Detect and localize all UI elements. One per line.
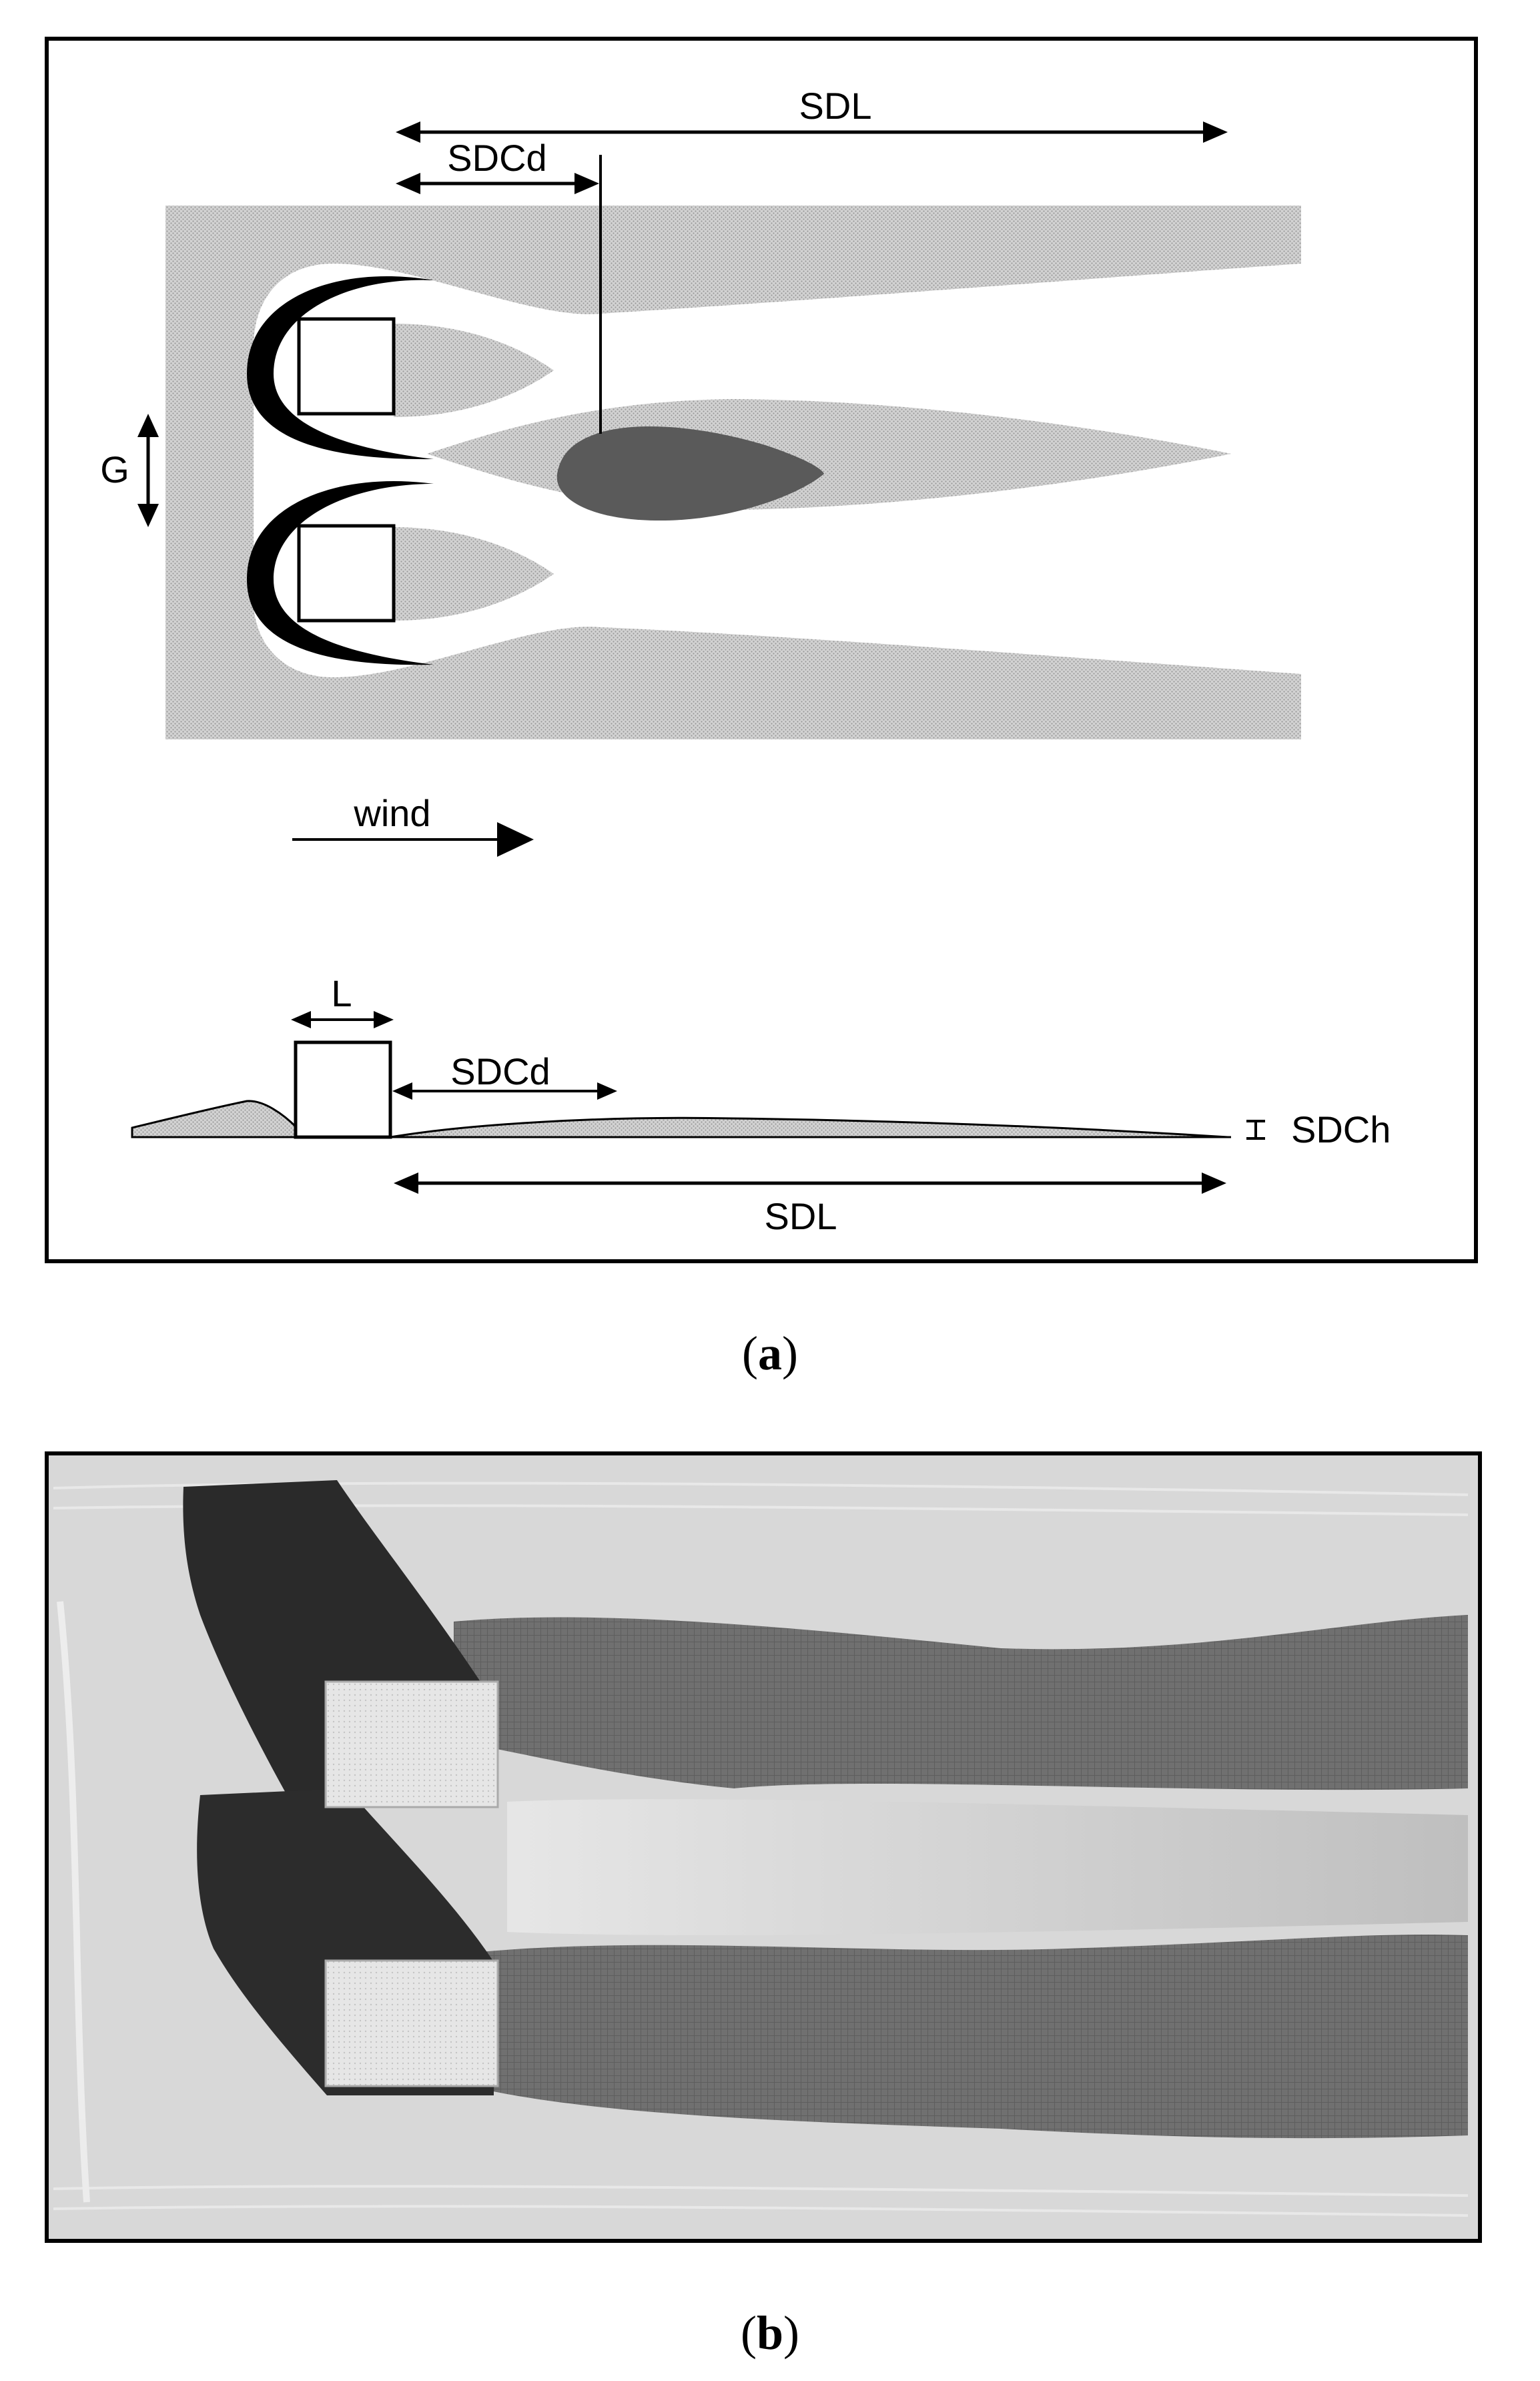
photo-block-lower — [324, 1959, 499, 2087]
photo-upper-band — [454, 1615, 1468, 1790]
wind-arrow: wind — [292, 792, 534, 857]
scour-arc-upper — [247, 276, 434, 460]
photo-gap-streak — [507, 1799, 1468, 1935]
plan-view — [165, 206, 1301, 739]
gap-label: G — [100, 448, 129, 490]
sdcd-top-label: SDCd — [447, 137, 546, 179]
scour-arc-lower — [247, 480, 434, 665]
sdch-label: SDCh — [1291, 1108, 1391, 1150]
side-deposit-profile — [131, 1100, 298, 1138]
side-view — [131, 1040, 1231, 1139]
sdl-top-dimension: SDL — [396, 85, 1228, 143]
panel-b — [45, 1451, 1482, 2243]
sdch-marker: SDCh — [1246, 1108, 1391, 1150]
caption-b: (b) — [741, 2306, 799, 2360]
sdl-bottom-label: SDL — [765, 1195, 837, 1237]
wind-label: wind — [353, 792, 430, 834]
sdcd-top-dimension: SDCd — [396, 137, 602, 434]
obstacle-upper — [297, 317, 396, 416]
dark-core — [556, 426, 824, 521]
side-obstacle — [294, 1040, 392, 1139]
gap-dimension: G — [100, 414, 159, 527]
side-wake-profile — [390, 1116, 1228, 1138]
panel-b-frame — [45, 1451, 1482, 2243]
upper-wake — [394, 324, 554, 417]
caption-a: (a) — [742, 1327, 798, 1380]
photo-block-upper — [324, 1680, 499, 1808]
length-dimension: L — [291, 972, 394, 1028]
sdl-bottom-dimension: SDL — [394, 1172, 1226, 1237]
sdcd-side-dimension: SDCd — [392, 1050, 617, 1100]
sdl-top-label: SDL — [799, 85, 872, 127]
panel-a: SDL SDCd G wind — [45, 37, 1478, 1263]
photo-lower-band — [480, 1935, 1468, 2139]
length-label: L — [331, 972, 352, 1014]
sdcd-side-label: SDCd — [450, 1050, 550, 1092]
obstacle-lower — [297, 524, 396, 623]
lower-wake — [394, 527, 554, 621]
